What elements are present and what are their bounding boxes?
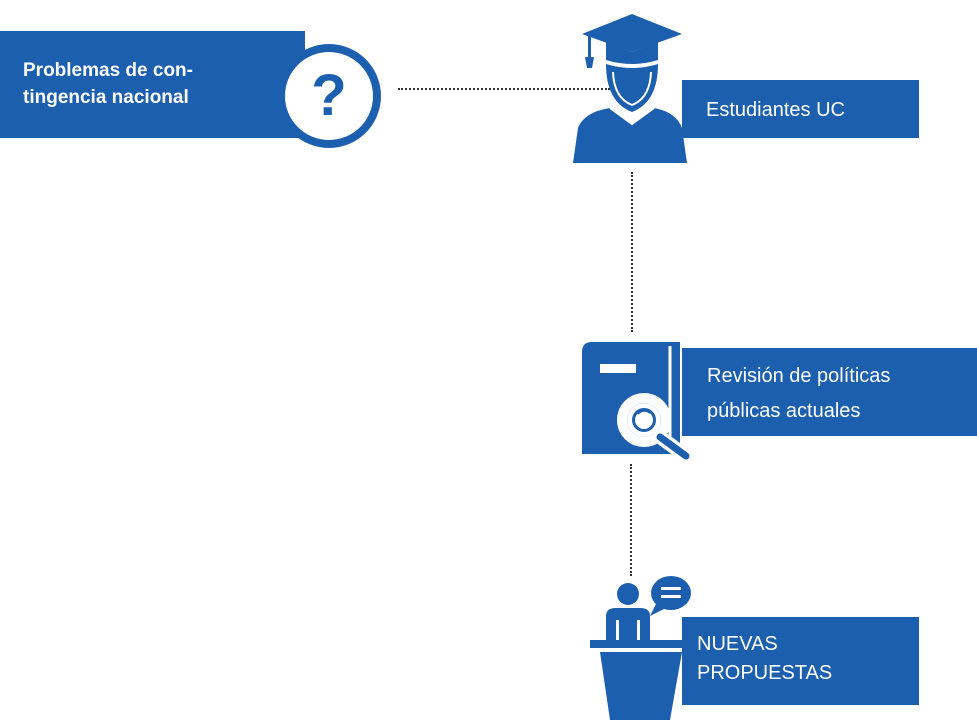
document-search-icon bbox=[578, 338, 696, 460]
connector-review-proposals bbox=[630, 464, 632, 576]
problems-box bbox=[0, 31, 305, 138]
connector-students-review bbox=[631, 172, 633, 332]
proposals-label-line2: PROPUESTAS bbox=[697, 662, 833, 684]
problems-label-line2: tingencia nacional bbox=[23, 87, 189, 108]
graduate-icon bbox=[570, 8, 690, 163]
svg-text:?: ? bbox=[311, 63, 346, 128]
question-mark-icon: ? bbox=[273, 40, 385, 152]
connector-problems-students bbox=[398, 88, 610, 90]
students-box bbox=[682, 80, 919, 138]
review-box bbox=[682, 348, 977, 436]
students-label: Estudiantes UC bbox=[706, 99, 845, 121]
problems-label-line1: Problemas de con- bbox=[23, 60, 193, 81]
proposals-box bbox=[682, 617, 919, 705]
review-label-line2: públicas actuales bbox=[707, 400, 861, 422]
review-label-line1: Revisión de políticas bbox=[707, 365, 891, 387]
speaker-podium-icon bbox=[588, 574, 698, 722]
proposals-label-line1: NUEVAS bbox=[697, 633, 778, 655]
